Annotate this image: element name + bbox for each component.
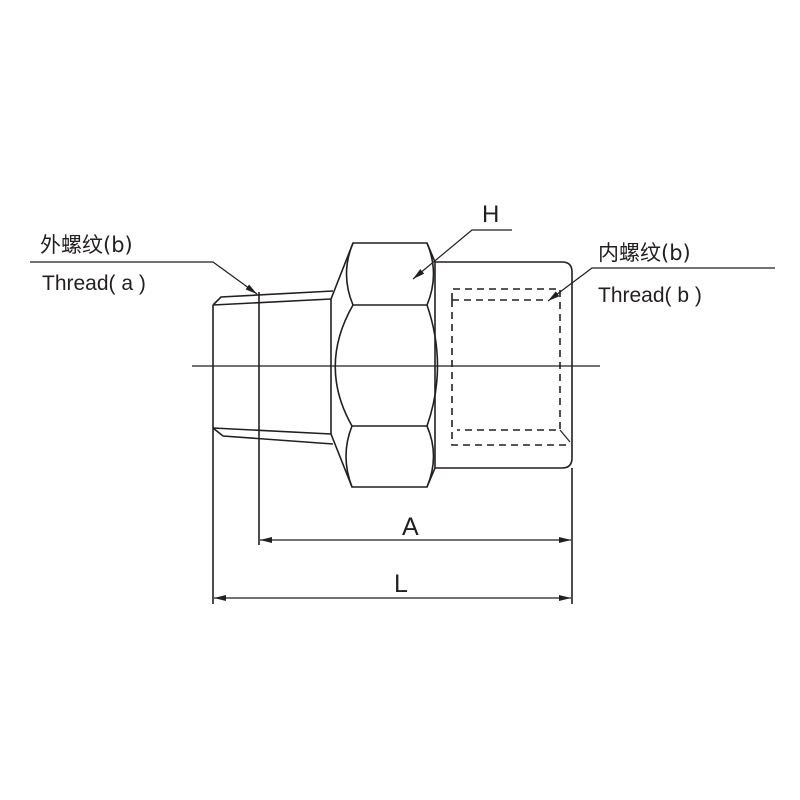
dimension-a-label: A bbox=[402, 513, 419, 541]
female-thread-label-cn: 内螺纹(b) bbox=[598, 241, 691, 265]
hex-label: H bbox=[482, 201, 499, 228]
male-thread-end bbox=[212, 290, 334, 604]
male-thread-leader bbox=[30, 261, 258, 295]
female-body bbox=[435, 261, 573, 604]
male-thread-label-en: Thread( a ) bbox=[42, 272, 146, 295]
hex-nut bbox=[330, 242, 439, 488]
dimension-l-label: L bbox=[394, 570, 408, 598]
female-thread-label-en: Thread( b ) bbox=[598, 284, 702, 307]
female-thread-leader bbox=[547, 267, 775, 302]
male-thread-label-cn: 外螺纹(b) bbox=[40, 233, 133, 257]
hex-leader bbox=[412, 229, 512, 280]
